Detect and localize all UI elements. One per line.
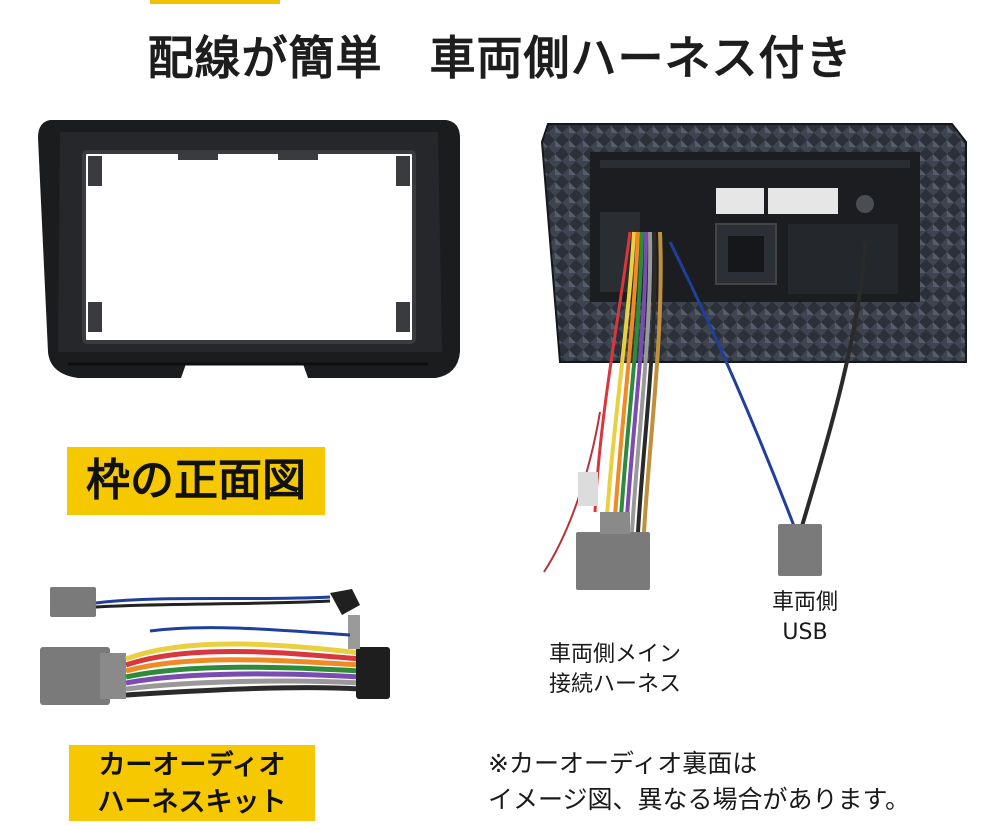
harness-kit-image [40, 587, 390, 705]
page-title: 配線が簡単 車両側ハーネス付き [147, 31, 853, 85]
disclaimer-note: ※カーオーディオ裏面は イメージ図、異なる場合があります。 [488, 746, 910, 818]
frame-image [38, 120, 460, 378]
harness-kit-label: カーオーディオ ハーネスキット [69, 745, 315, 821]
disclaimer-note-line2: イメージ図、異なる場合があります。 [488, 785, 911, 814]
harness-kit-label-line1: カーオーディオ [98, 750, 286, 781]
usb-caption-line2: USB [782, 620, 828, 645]
top-accent-bar [150, 0, 280, 4]
main-harness-caption: 車両側メイン 接続ハーネス [520, 640, 710, 700]
frame-front-label: 枠の正面図 [67, 447, 325, 515]
harness-kit-label-line2: ハーネスキット [97, 787, 287, 818]
disclaimer-note-line1: ※カーオーディオ裏面は [488, 749, 758, 778]
main-harness-caption-line2: 接続ハーネス [548, 672, 681, 697]
audio-unit-back-image [540, 123, 967, 590]
main-harness-caption-line1: 車両側メイン [548, 642, 681, 667]
usb-caption: 車両側 USB [750, 588, 860, 648]
usb-caption-line1: 車両側 [771, 590, 838, 615]
